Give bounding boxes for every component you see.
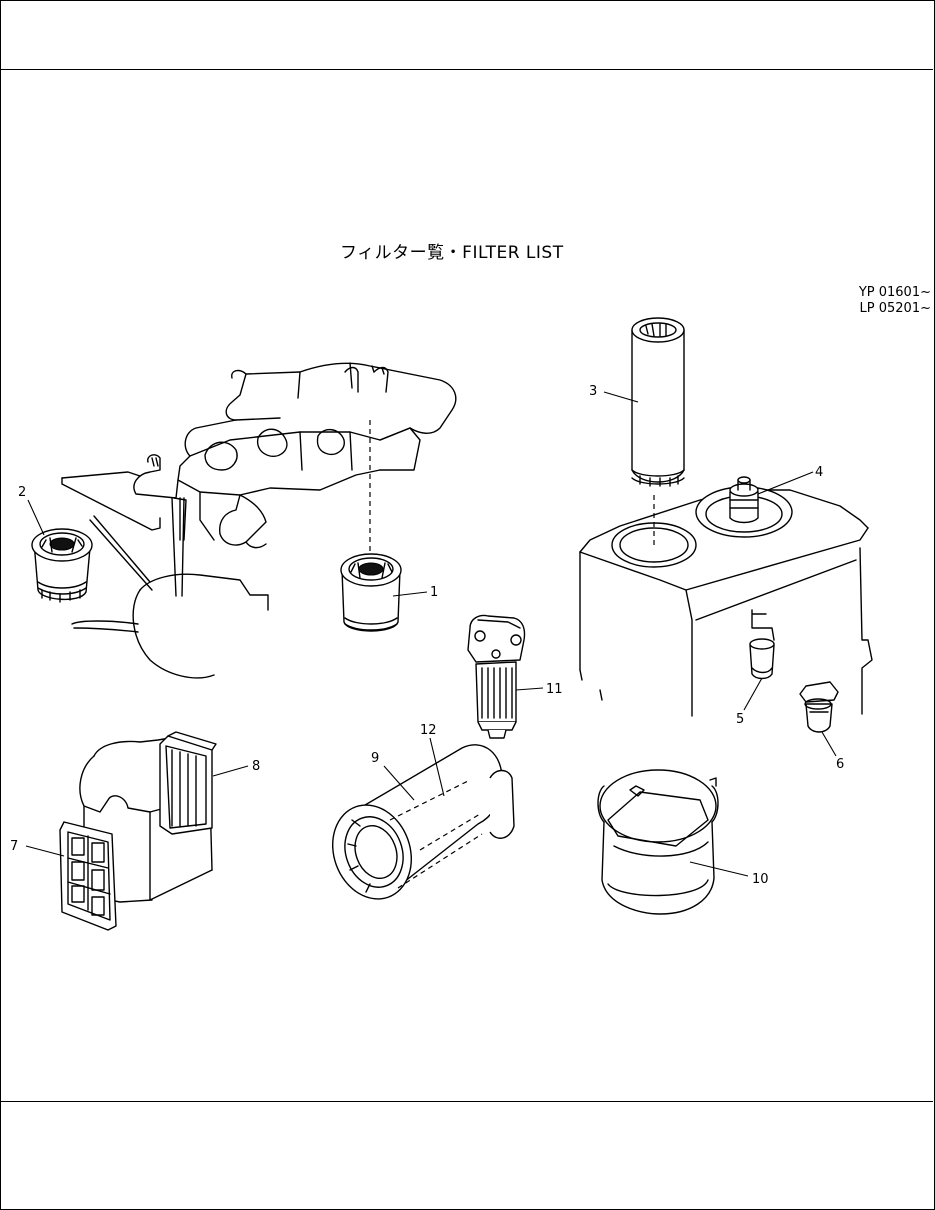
header-band	[1, 1, 933, 70]
callout-label-12: 12	[420, 723, 437, 738]
hydraulic-breather-illustration: 4	[729, 465, 823, 524]
callout-label-5: 5	[736, 712, 744, 727]
fuel-filter-illustration	[31, 528, 93, 603]
air-conditioner-unit-illustration: 8 7	[10, 731, 260, 931]
footer-band	[1, 1101, 933, 1209]
hydraulic-return-filter-element-illustration: 3	[589, 317, 685, 487]
callout-label-6: 6	[836, 757, 844, 772]
engine-oil-filter-illustration: 1	[340, 553, 438, 632]
serial-range-lp: LP 05201~	[859, 301, 931, 316]
callout-label-3: 3	[589, 384, 597, 399]
strainer-illustration: 6	[799, 681, 844, 772]
serial-range-block: YP 01601~ LP 05201~	[859, 285, 931, 317]
callout-label-11: 11	[546, 682, 563, 697]
callout-label-1: 1	[430, 585, 438, 600]
serial-range-yp: YP 01601~	[858, 285, 931, 300]
callout-label-2: 2	[18, 485, 26, 500]
callout-label-7: 7	[10, 839, 18, 854]
callout-label-9: 9	[371, 751, 379, 766]
callout-label-8: 8	[252, 759, 260, 774]
callout-label-4: 4	[815, 465, 823, 480]
page-title: フィルター覧・FILTER LIST	[340, 243, 564, 263]
air-cleaner-elements-illustration: 9 12	[331, 723, 515, 900]
water-separator-filter-illustration: 11	[467, 614, 563, 739]
pilot-line-filter-illustration: 5	[736, 609, 775, 727]
engine-illustration	[61, 362, 457, 679]
callout-label-10: 10	[752, 872, 769, 887]
hydraulic-tank-illustration	[579, 486, 873, 717]
fuel-tank-strainer-illustration: 10	[597, 769, 769, 915]
